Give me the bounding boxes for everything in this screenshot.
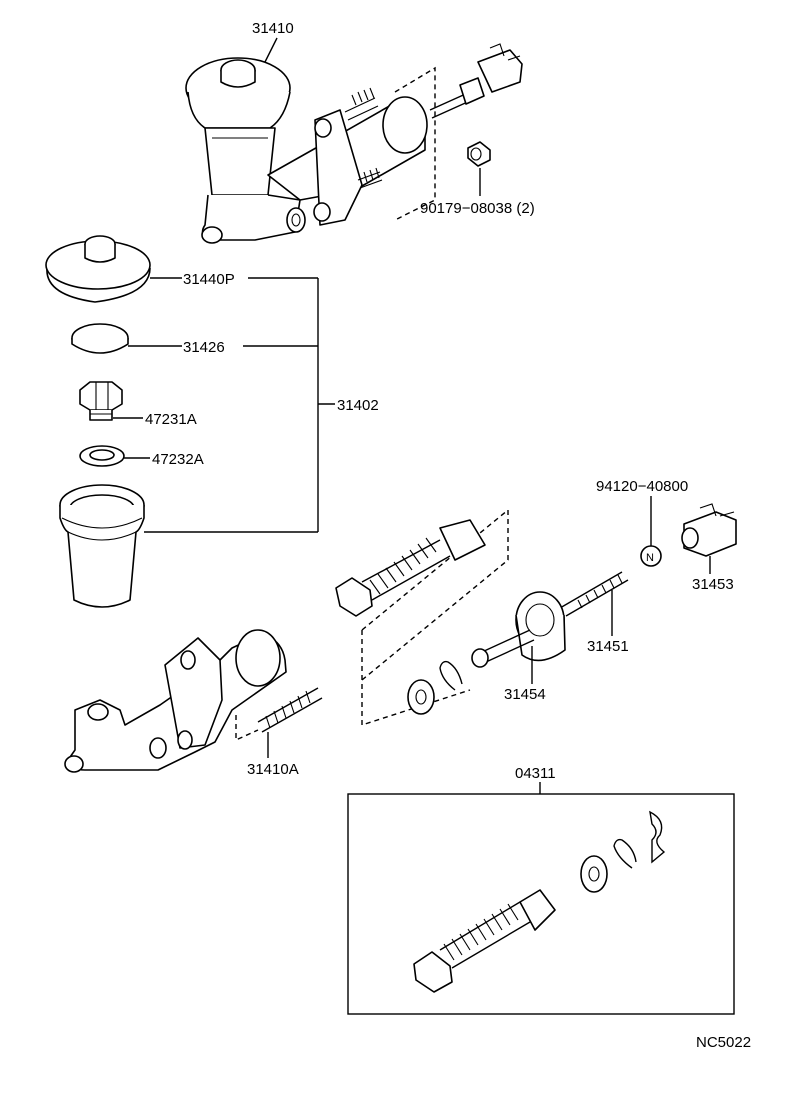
label-31454: 31454 [504,686,546,703]
diaphragm [71,323,129,354]
label-31451: 31451 [587,638,629,655]
label-94120-40800: 94120−40800 [596,478,688,495]
label-47232A: 47232A [152,451,204,468]
push-rod-and-boot [471,571,629,668]
figure-code: NC5022 [696,1034,751,1051]
washer [79,445,125,467]
label-31453: 31453 [692,576,734,593]
label-47231A: 47231A [145,411,197,428]
label-31402: 31402 [337,397,379,414]
push-rod-clevis [681,503,737,557]
repair-kit-box [347,793,735,1015]
label-31440P: 31440P [183,271,235,288]
union-plug [79,381,123,421]
cylinder-body [64,629,287,773]
master-cylinder-assembly [185,43,523,244]
label-31426: 31426 [183,339,225,356]
label-90179-08038: 90179−08038 (2) [420,200,535,217]
label-31410: 31410 [252,20,294,37]
reservoir-cap [45,235,151,303]
label-31410A: 31410A [247,761,299,778]
piston-group [335,508,509,726]
reservoir [59,484,145,608]
nut-symbol-label: N [646,552,654,564]
repair-kit-parts [413,810,666,993]
nut-symbol [640,545,662,567]
stud-bolt [257,687,323,733]
label-04311: 04311 [515,765,556,782]
